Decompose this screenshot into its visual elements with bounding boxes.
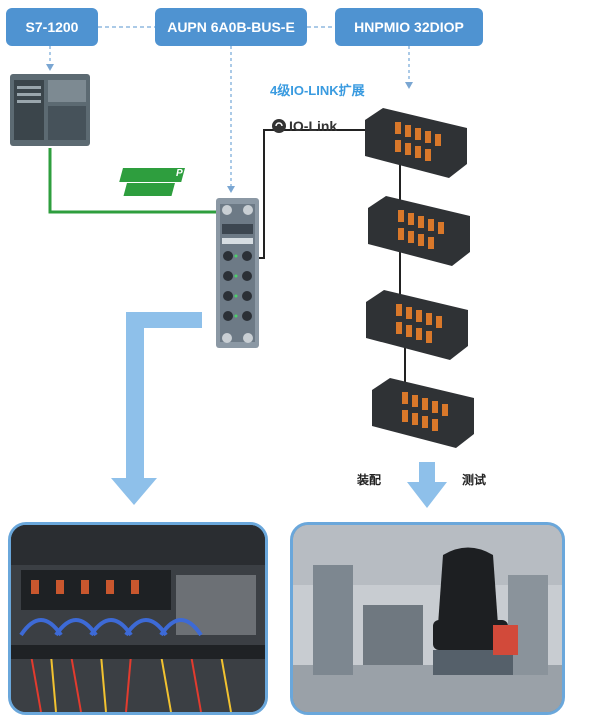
plc-device	[10, 74, 90, 146]
assembly-label: 装配	[357, 473, 382, 487]
iolink-cable	[259, 129, 378, 259]
iolink-expansion-label: 4级IO-LINK扩展	[270, 83, 365, 98]
modules-to-seat-arrow	[407, 462, 447, 508]
expansion-module-4	[372, 378, 474, 448]
expansion-module-1	[365, 108, 467, 178]
profinet-bottom-text: NET	[186, 183, 215, 194]
seat-testing-photo	[290, 522, 565, 715]
iolink-logo-text: IO-Link	[289, 118, 338, 134]
iolink-icon	[272, 119, 286, 133]
profinet-top-text: PROFI	[176, 168, 222, 179]
expansion-module-3	[366, 290, 468, 360]
gateway-arrow-icon	[227, 186, 235, 193]
profinet-logo	[119, 168, 185, 196]
module-label: HNPMIO 32DIOP	[354, 19, 464, 35]
wiring-cabinet-photo	[8, 522, 268, 715]
plc-box: S7-1200	[6, 8, 98, 46]
profinet-cable	[48, 148, 218, 214]
plc-arrow-icon	[46, 64, 54, 71]
gateway-device	[216, 198, 259, 348]
module-arrow-icon	[405, 82, 413, 89]
gateway-label: AUPN 6A0B-BUS-E	[167, 19, 295, 35]
gateway-to-wiring-arrow	[111, 312, 202, 505]
testing-label: 测试	[462, 473, 487, 487]
module-box: HNPMIO 32DIOP	[335, 8, 483, 46]
gateway-box: AUPN 6A0B-BUS-E	[155, 8, 307, 46]
plc-label: S7-1200	[25, 19, 79, 35]
expansion-module-2	[368, 196, 470, 266]
